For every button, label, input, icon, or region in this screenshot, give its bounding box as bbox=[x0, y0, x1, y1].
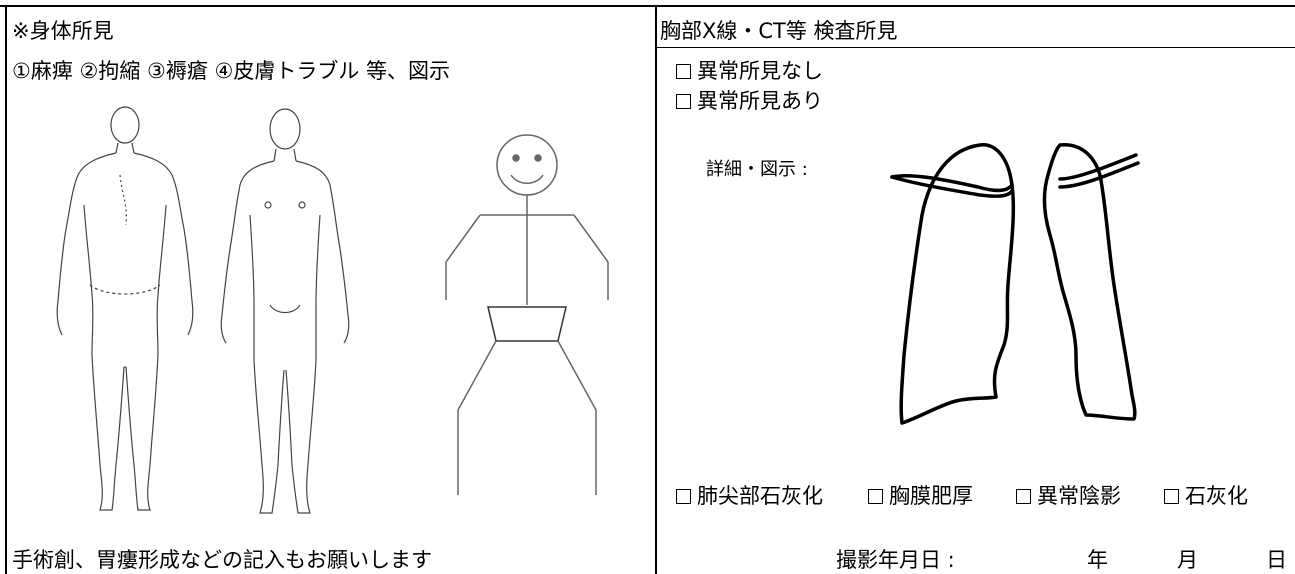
checkbox-icon[interactable] bbox=[676, 63, 691, 79]
finding-label: 異常陰影 bbox=[1037, 484, 1121, 508]
finding-label: 胸膜肥厚 bbox=[889, 484, 973, 508]
frame-divider bbox=[655, 5, 657, 574]
body-back-figure-icon[interactable] bbox=[50, 105, 200, 520]
option-label: 異常所見なし bbox=[697, 59, 823, 83]
detail-label: 詳細・図示 : bbox=[706, 159, 808, 180]
checkbox-icon[interactable] bbox=[1016, 488, 1031, 504]
checkbox-icon[interactable] bbox=[1164, 488, 1179, 504]
date-year-label: 年 bbox=[1087, 548, 1108, 572]
option-label: 異常所見あり bbox=[697, 89, 823, 113]
left-footer-note: 手術創、胃瘻形成などの記入もお願いします bbox=[12, 548, 432, 572]
option-no-abnormality[interactable]: 異常所見なし bbox=[676, 59, 823, 83]
date-month-label: 月 bbox=[1177, 548, 1198, 572]
frame-left-line bbox=[5, 5, 7, 574]
date-day-label: 日 bbox=[1266, 548, 1287, 572]
exam-date-label: 撮影年月日 : bbox=[836, 548, 955, 572]
findings-legend: ①麻痺 ②拘縮 ③褥瘡 ④皮膚トラブル 等、図示 bbox=[12, 59, 451, 83]
stick-figure-icon[interactable] bbox=[440, 120, 615, 500]
lung-outline-icon[interactable] bbox=[880, 135, 1170, 435]
finding-abnormal-shadow[interactable]: 異常陰影 bbox=[1016, 484, 1121, 508]
finding-label: 石灰化 bbox=[1185, 484, 1248, 508]
physical-findings-title: ※身体所見 bbox=[12, 19, 114, 43]
finding-apical-calcification[interactable]: 肺尖部石灰化 bbox=[676, 484, 823, 508]
finding-calcification[interactable]: 石灰化 bbox=[1164, 484, 1248, 508]
checkbox-icon[interactable] bbox=[676, 488, 691, 504]
finding-label: 肺尖部石灰化 bbox=[697, 484, 823, 508]
exam-findings-title: 胸部X線・CT等 検査所見 bbox=[660, 19, 898, 43]
finding-pleural-thickening[interactable]: 胸膜肥厚 bbox=[868, 484, 973, 508]
option-abnormality[interactable]: 異常所見あり bbox=[676, 89, 823, 113]
right-header-underline bbox=[657, 47, 1295, 48]
frame-top-line bbox=[0, 5, 1295, 7]
checkbox-icon[interactable] bbox=[868, 488, 883, 504]
checkbox-icon[interactable] bbox=[676, 93, 691, 109]
body-front-figure-icon[interactable] bbox=[210, 105, 360, 520]
